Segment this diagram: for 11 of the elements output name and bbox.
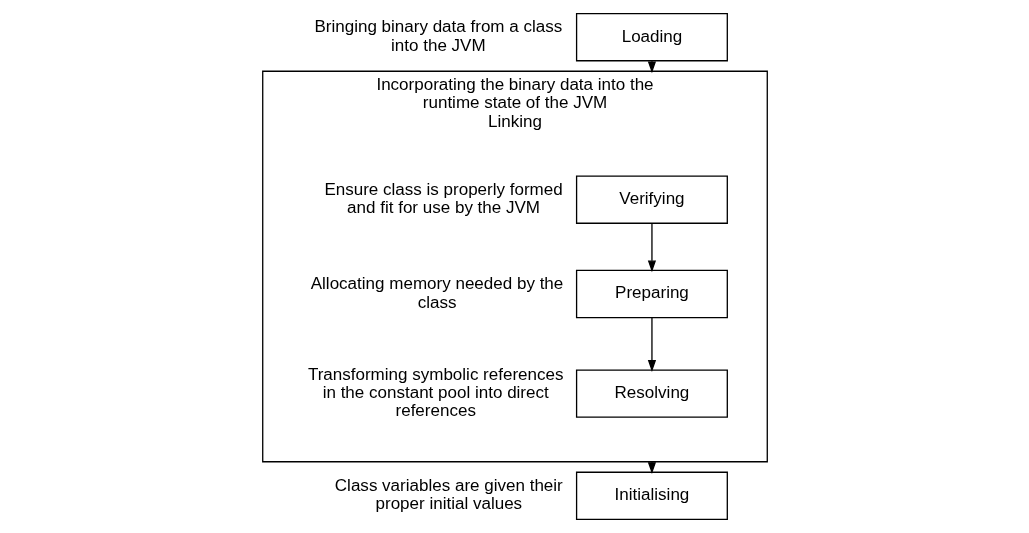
node-box: Resolving (575, 369, 728, 418)
arrow (647, 223, 656, 273)
node-box: Verifying (575, 175, 728, 224)
node-label: Class variables are given their proper initial values (334, 476, 563, 514)
node-label: Ensure class is properly formed and fit for use by the JVM (323, 179, 563, 218)
node-label: Transforming symbolic references in the constant pool into direct references (307, 364, 564, 421)
node-box: Preparing (575, 269, 728, 319)
node-label: Allocating memory needed by the class (310, 274, 563, 312)
node-box: Initialising (575, 471, 728, 521)
arrow (647, 317, 656, 372)
node-label: Bringing binary data from a class into the JVM (313, 17, 562, 55)
